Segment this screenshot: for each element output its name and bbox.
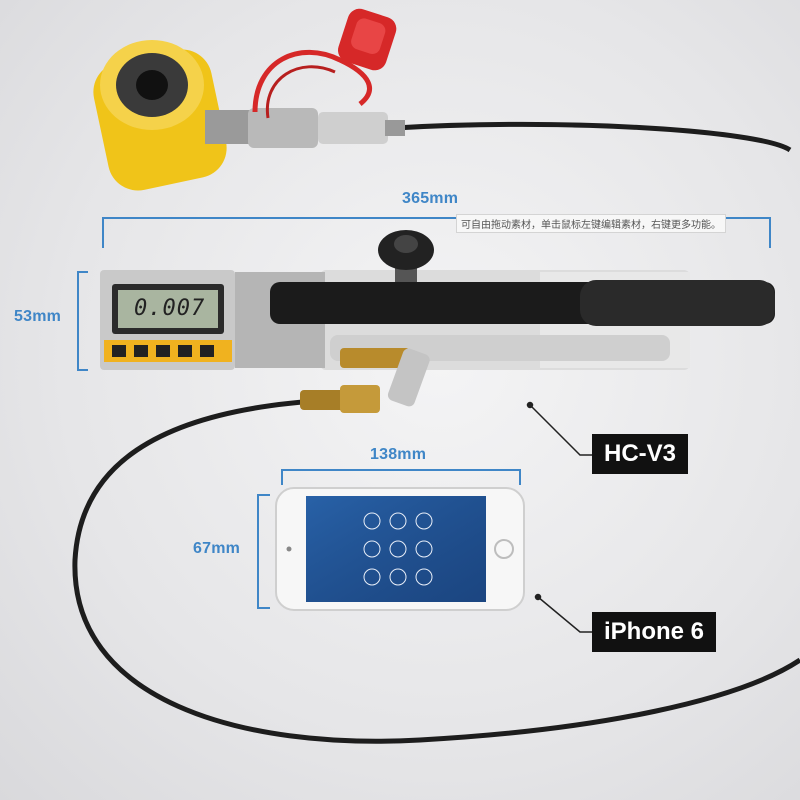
- dimension-height-label: 53mm: [14, 308, 62, 325]
- dimension-length-label: 365mm: [402, 190, 459, 207]
- device-tag: HC-V3: [592, 434, 689, 474]
- phone-tag: iPhone 6: [592, 612, 717, 652]
- quick-coupler: [248, 108, 405, 148]
- editor-note: 可自由拖动素材，单击鼠标左键编辑素材，右键更多功能。: [456, 214, 726, 233]
- hydraulic-hose: [72, 121, 800, 744]
- dimension-phone-height-label: 67mm: [193, 540, 241, 557]
- hydraulic-cylinder: [93, 40, 255, 191]
- dimension-phone-length-label: 138mm: [370, 446, 427, 463]
- iphone-device: [275, 487, 525, 611]
- lcd-reading: 0.007: [134, 296, 206, 321]
- red-dust-cap: [252, 8, 397, 119]
- hc-v3-tester: [100, 230, 775, 413]
- leader-lines: [526, 401, 592, 633]
- dimension-lines: [77, 217, 771, 609]
